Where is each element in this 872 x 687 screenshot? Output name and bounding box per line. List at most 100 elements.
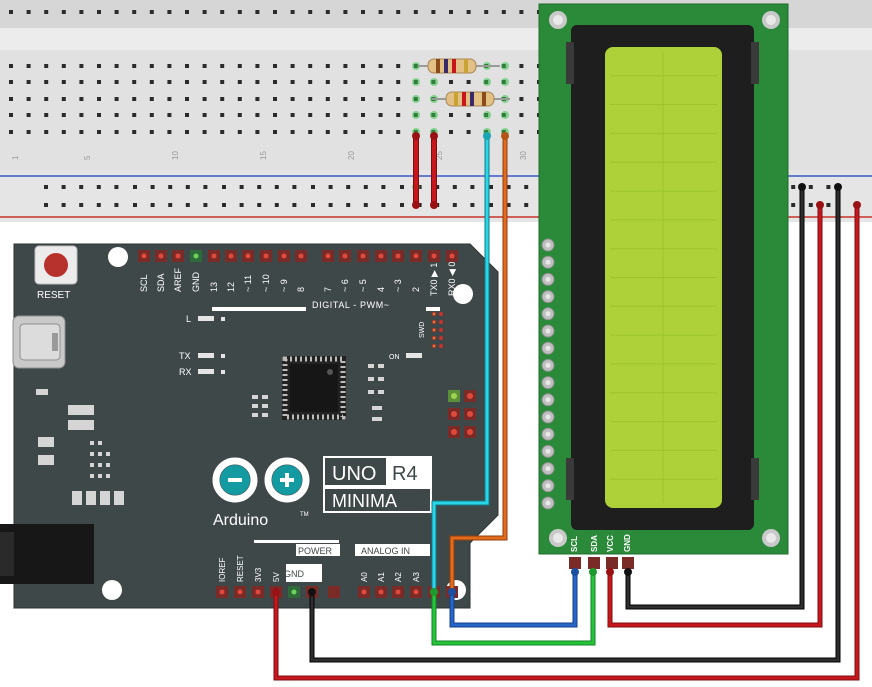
breadboard-rail-hole — [346, 203, 351, 207]
breadboard-hole — [185, 113, 189, 117]
header-pin-label: 2 — [411, 287, 421, 292]
breadboard-hole — [343, 64, 348, 68]
breadboard-hole — [44, 97, 49, 101]
wires — [272, 132, 861, 681]
breadboard-hole — [44, 130, 49, 134]
header-pin-label: 8 — [296, 287, 306, 292]
arduino-logo — [212, 457, 310, 503]
breadboard-hole — [61, 10, 66, 14]
breadboard-rail-hole — [506, 185, 511, 189]
led-tx — [198, 353, 225, 358]
breadboard-rail-hole — [114, 185, 119, 189]
breadboard-hole — [79, 97, 84, 101]
dc-power-jack[interactable] — [0, 524, 94, 584]
breadboard-hole — [413, 10, 418, 14]
breadboard-hole — [378, 97, 383, 101]
breadboard-hole — [449, 80, 453, 84]
wire-red-arduino-5v[interactable] — [273, 205, 860, 681]
led-label-on: ON — [389, 354, 400, 361]
header-pin-label: TX0 ▶ 1 — [429, 263, 439, 296]
wire-black-arduino-gnd[interactable] — [309, 187, 841, 663]
usb-c-port[interactable] — [12, 315, 66, 369]
microcontroller-chip — [282, 356, 346, 420]
breadboard-rail-hole — [381, 185, 386, 189]
breadboard-hole — [396, 10, 401, 14]
icsp-header — [448, 390, 476, 438]
header-pin-label: ~ 9 — [279, 279, 289, 292]
breadboard-hole — [449, 10, 453, 14]
breadboard-hole-active — [483, 78, 491, 86]
breadboard-hole — [114, 130, 119, 134]
breadboard-hole-active — [430, 111, 438, 119]
breadboard-hole — [26, 97, 31, 101]
breadboard-rail-hole — [470, 203, 475, 207]
breadboard-hole — [255, 130, 260, 134]
analog-pin-label: A1 — [377, 572, 386, 582]
analog-pin-label: A3 — [412, 572, 421, 582]
breadboard-hole — [396, 64, 401, 68]
breadboard-hole — [273, 130, 277, 134]
breadboard-hole — [9, 80, 13, 84]
breadboard-hole — [308, 64, 313, 68]
breadboard-hole — [167, 10, 172, 14]
breadboard-rail-hole — [452, 203, 457, 207]
breadboard-hole — [97, 97, 101, 101]
breadboard-rail-hole — [96, 203, 101, 207]
breadboard-hole — [378, 80, 383, 84]
breadboard-rail-hole — [363, 185, 368, 189]
breadboard-hole — [202, 97, 207, 101]
breadboard-hole — [149, 130, 154, 134]
lcd-module: SCL SDA VCC GND — [538, 3, 789, 569]
breadboard-hole — [255, 10, 260, 14]
breadboard-rail-hole — [292, 203, 297, 207]
breadboard-hole — [255, 113, 260, 117]
breadboard-hole — [325, 97, 330, 101]
breadboard-hole — [396, 113, 401, 117]
breadboard-rail-hole — [79, 185, 84, 189]
breadboard-hole — [255, 64, 260, 68]
breadboard-hole — [167, 130, 172, 134]
wire-orange[interactable] — [449, 136, 508, 592]
wire-black-lcd-gnd[interactable] — [625, 187, 805, 610]
breadboard-hole — [519, 130, 524, 134]
model-badge — [323, 456, 432, 513]
wire-green[interactable] — [431, 572, 596, 646]
breadboard-hole — [132, 130, 137, 134]
breadboard-hole — [501, 10, 506, 14]
breadboard-hole — [149, 64, 154, 68]
wire-cyan[interactable] — [431, 136, 490, 592]
breadboard-hole — [61, 113, 66, 117]
breadboard-hole — [26, 113, 31, 117]
breadboard-hole — [308, 130, 313, 134]
wire-blue[interactable] — [449, 572, 578, 628]
breadboard-hole — [519, 80, 524, 84]
breadboard-hole — [466, 130, 471, 134]
breadboard-hole — [132, 113, 137, 117]
resistor-1[interactable] — [418, 58, 500, 74]
column-number: 10 — [171, 151, 180, 160]
header-pin-label: ~ 6 — [340, 279, 350, 292]
breadboard-rail-hole — [168, 185, 173, 189]
wire-endpoints — [272, 132, 861, 596]
breadboard-hole — [44, 113, 49, 117]
header-analog-label: ANALOG IN — [361, 546, 410, 556]
breadboard-hole — [290, 64, 295, 68]
breadboard-rail-hole — [203, 185, 208, 189]
breadboard-rail-hole — [808, 185, 813, 189]
breadboard-hole — [185, 130, 189, 134]
breadboard-hole — [79, 80, 84, 84]
header-pin-label: 7 — [323, 287, 333, 292]
breadboard-hole — [237, 10, 242, 14]
led-l — [198, 316, 225, 321]
breadboard-hole-active — [412, 78, 420, 86]
wire-red-lcd-vcc[interactable] — [607, 205, 823, 628]
breadboard-hole — [396, 97, 401, 101]
breadboard-rail-hole — [203, 203, 208, 207]
header-pin-label: GND — [191, 272, 201, 293]
resistor-2[interactable] — [432, 91, 510, 107]
analog-pin-label: A2 — [394, 572, 403, 582]
header-pin-label: SDA — [156, 273, 166, 292]
breadboard-hole — [273, 97, 277, 101]
reset-button[interactable] — [34, 245, 78, 285]
